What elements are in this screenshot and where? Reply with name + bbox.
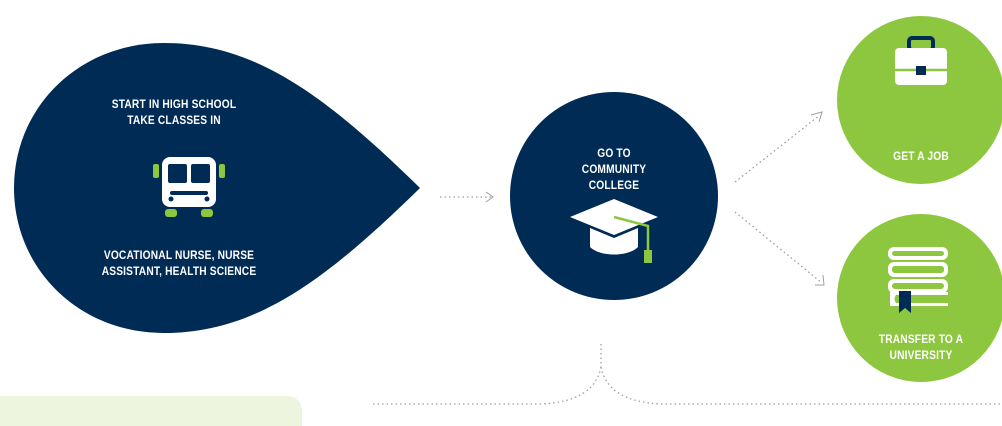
job-label: GET A JOB	[893, 149, 949, 163]
diagram-graphics	[14, 16, 1002, 405]
next-section-panel	[0, 396, 302, 426]
graduation-cap-icon	[570, 199, 658, 263]
transfer-label-line1: TRANSFER TO A	[878, 332, 964, 346]
college-label-line2: COMMUNITY	[581, 162, 647, 176]
start-heading-line2: TAKE CLASSES IN	[127, 113, 221, 127]
college-label-line1: GO TO	[597, 146, 631, 160]
briefcase-icon	[895, 36, 947, 85]
start-classes-line2: ASSISTANT, HEALTH SCIENCE	[101, 264, 257, 278]
job-circle	[837, 16, 1002, 184]
school-bus-icon	[153, 157, 225, 217]
start-classes-line1: VOCATIONAL NURSE, NURSE	[103, 248, 255, 262]
start-teardrop-shape	[14, 43, 420, 333]
college-circle	[510, 92, 718, 300]
career-pathway-diagram: START IN HIGH SCHOOL TAKE CLASSES IN VOC…	[0, 16, 1002, 426]
transfer-circle	[837, 214, 1002, 382]
transfer-label-line2: UNIVERSITY	[889, 348, 953, 362]
books-icon	[888, 247, 948, 313]
arrow-to-job	[734, 111, 823, 183]
arrow-to-transfer	[734, 211, 825, 286]
college-label-line3: COLLEGE	[588, 178, 640, 192]
dotted-brace	[370, 344, 1002, 405]
arrow-to-college	[440, 191, 494, 203]
start-heading-line1: START IN HIGH SCHOOL	[111, 97, 237, 111]
